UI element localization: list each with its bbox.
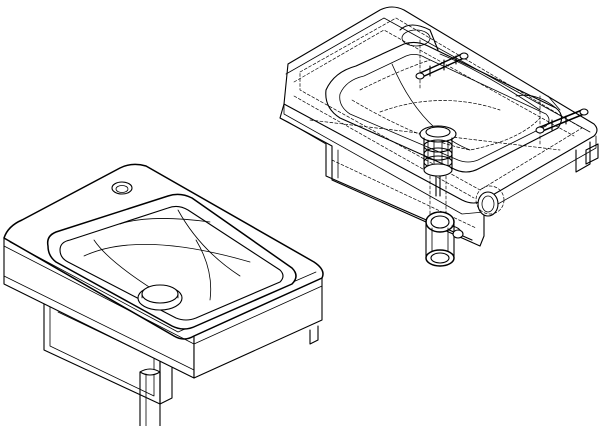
- mounting-bolt-right: [535, 108, 599, 165]
- wireframe-outer-body: [279, 6, 598, 247]
- inner-bowl: [46, 193, 297, 330]
- faucet-hole: [111, 181, 133, 195]
- mounting-bolt-left: [399, 24, 469, 80]
- drain-pipe: [139, 368, 161, 426]
- wireframe-basin-view: [279, 6, 599, 267]
- trap-pipe: [425, 211, 464, 267]
- solid-basin-view: [3, 163, 324, 426]
- drain-assembly: [419, 125, 457, 231]
- overflow-hole: [475, 185, 505, 217]
- wireframe-inner-bowl: [325, 41, 563, 173]
- drain-plug: [137, 284, 183, 311]
